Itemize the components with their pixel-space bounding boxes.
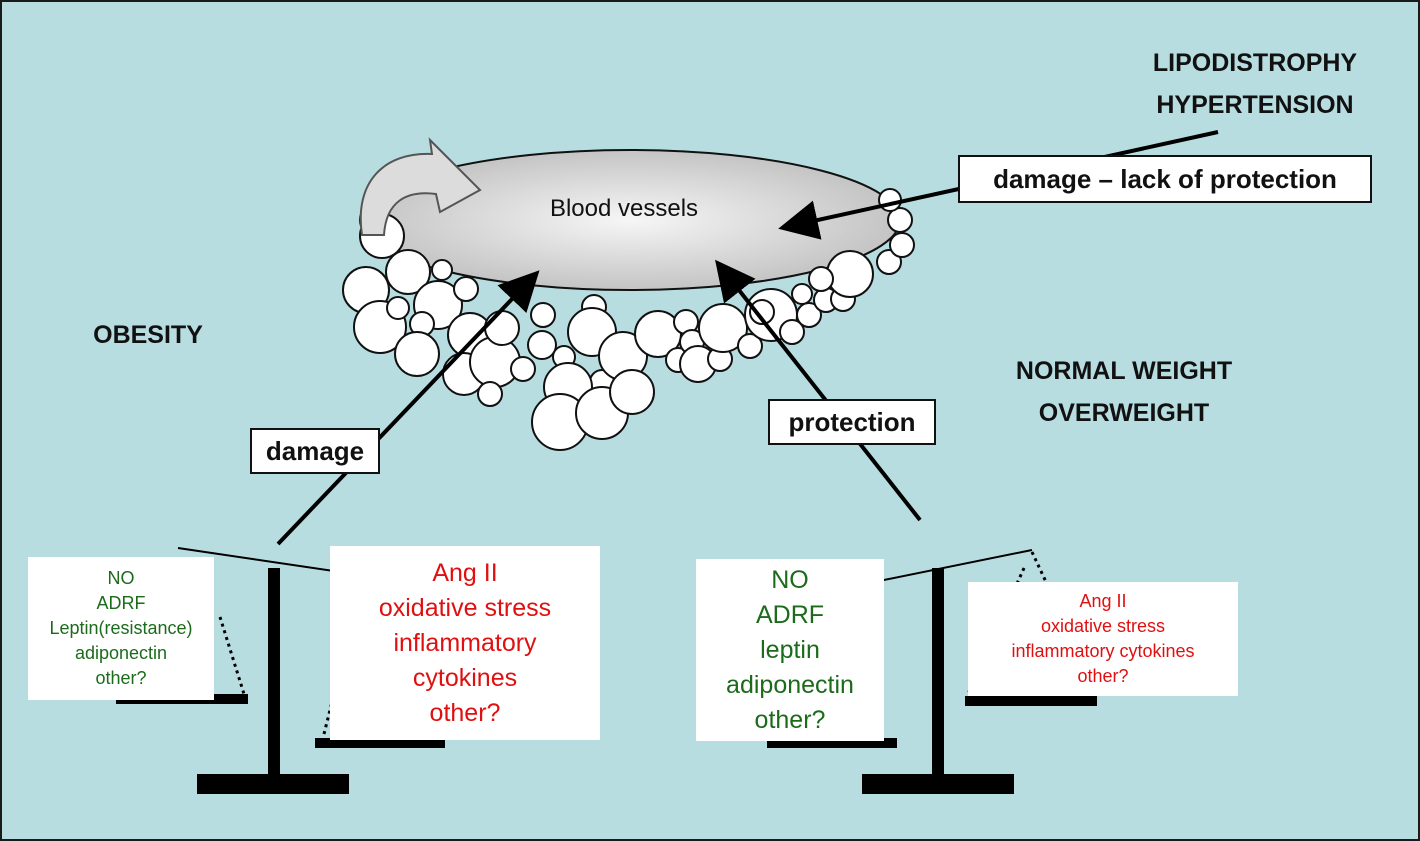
- adipocyte-cluster: [342, 188, 915, 451]
- right-protective-factors: NO ADRF leptin adiponectin other?: [696, 559, 884, 741]
- factor-item: ADRF: [96, 593, 146, 613]
- factor-item: ADRF: [755, 600, 825, 629]
- hypertension-label: HYPERTENSION: [1156, 91, 1354, 119]
- adipocyte: [530, 302, 556, 328]
- left-protective-factors: NO ADRF Leptin(resistance) adiponectin o…: [28, 557, 214, 700]
- blood-vessels-label: Blood vessels: [549, 195, 699, 222]
- factor-item: adiponectin: [726, 670, 854, 699]
- factor-item: cytokines: [412, 663, 518, 692]
- factor-item: inflammatory cytokines: [1011, 641, 1195, 661]
- adipocyte: [510, 356, 536, 382]
- factor-item: inflammatory: [393, 628, 537, 657]
- factor-item: other?: [754, 705, 826, 734]
- overweight-label: OVERWEIGHT: [1038, 399, 1210, 427]
- right-harmful-factors: Ang II oxidative stress inflammatory cyt…: [968, 582, 1238, 696]
- adipocyte: [484, 310, 520, 346]
- adipocyte: [477, 381, 503, 407]
- factor-item: other?: [429, 698, 501, 727]
- adipocyte: [431, 259, 453, 281]
- factor-item: NO: [107, 568, 135, 588]
- left-harmful-factors: Ang II oxidative stress inflammatory cyt…: [330, 546, 600, 740]
- adipocyte: [808, 266, 834, 292]
- curved-arrow-icon: [359, 137, 482, 236]
- adipocyte: [826, 250, 874, 298]
- factor-item: adiponectin: [74, 643, 168, 663]
- protection-tag: protection: [768, 399, 936, 445]
- adipocyte: [386, 296, 410, 320]
- adipocyte: [889, 232, 915, 258]
- adipocyte: [527, 330, 557, 360]
- factor-item: Leptin(resistance): [49, 618, 193, 638]
- adipocyte: [737, 333, 763, 359]
- adipocyte: [779, 319, 805, 345]
- adipocyte: [698, 303, 748, 353]
- adipocyte: [749, 299, 775, 325]
- factor-item: other?: [95, 668, 147, 688]
- lack-of-protection-tag: damage – lack of protection: [958, 155, 1372, 203]
- adipocyte: [791, 283, 813, 305]
- adipocyte: [876, 249, 902, 275]
- factor-item: oxidative stress: [1040, 616, 1166, 636]
- lipodystrophy-label: LIPODISTROPHY: [1152, 49, 1358, 77]
- protection-arrow: [715, 259, 922, 522]
- factor-item: leptin: [760, 635, 820, 664]
- damage-tag: damage: [250, 428, 380, 474]
- adipocyte: [453, 276, 479, 302]
- factor-item: Ang II: [432, 558, 498, 587]
- obesity-label: OBESITY: [93, 321, 203, 349]
- normal-weight-label: NORMAL WEIGHT: [1015, 357, 1233, 385]
- adipocyte: [385, 249, 431, 295]
- factor-item: other?: [1077, 666, 1129, 686]
- adipocyte: [887, 207, 913, 233]
- damage-arrow: [276, 270, 540, 546]
- adipocyte: [796, 302, 822, 328]
- adipocyte: [609, 369, 655, 415]
- factor-item: NO: [771, 565, 809, 594]
- factor-item: Ang II: [1079, 591, 1127, 611]
- factor-item: oxidative stress: [378, 593, 552, 622]
- adipocyte: [394, 331, 440, 377]
